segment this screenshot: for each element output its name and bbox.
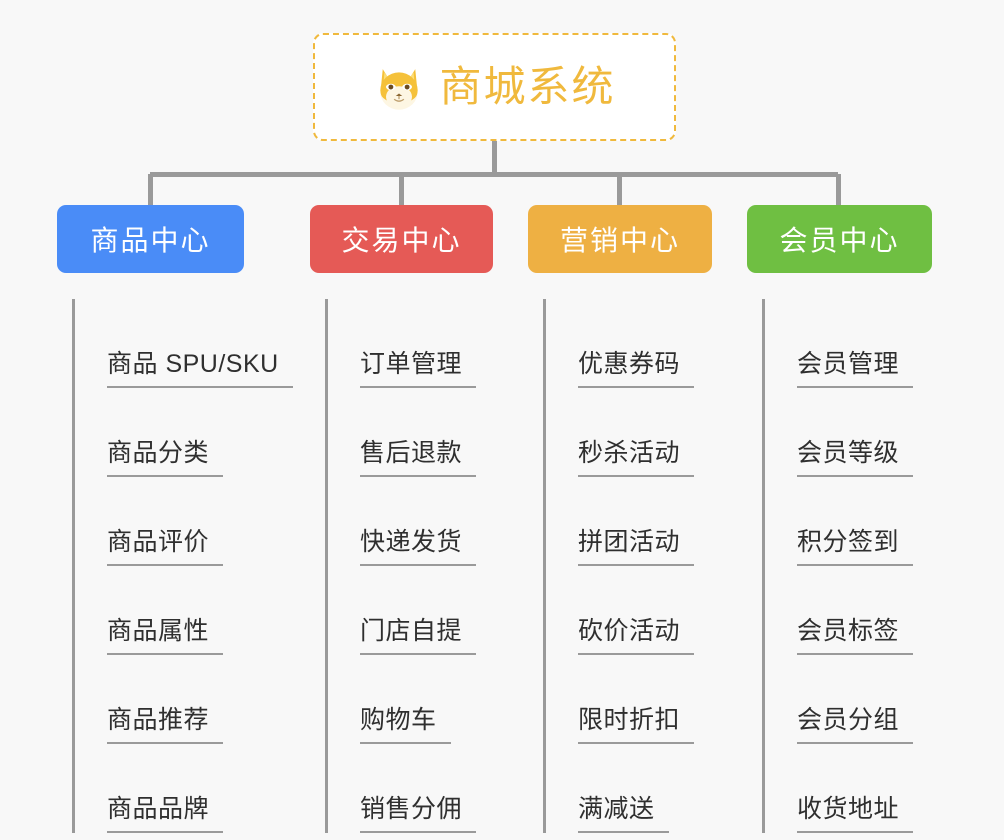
list-item[interactable]: 拼团活动 — [546, 477, 712, 566]
root-title: 商城系统 — [439, 63, 616, 110]
leaf-list-3: 优惠券码 秒杀活动 拼团活动 砍价活动 限时折扣 满减送 — [543, 299, 712, 833]
leaf-label: 订单管理 — [360, 350, 477, 388]
list-item[interactable]: 砍价活动 — [546, 566, 712, 655]
leaf-label: 积分签到 — [797, 528, 914, 566]
list-item[interactable]: 商品推荐 — [75, 655, 244, 744]
branch-column-3: 营销中心 优惠券码 秒杀活动 拼团活动 砍价活动 限时折扣 满减送 — [528, 205, 712, 833]
leaf-label: 商品属性 — [107, 617, 224, 655]
leaf-label: 商品分类 — [107, 439, 224, 477]
leaf-label: 购物车 — [360, 706, 451, 744]
leaf-label: 门店自提 — [360, 617, 477, 655]
branch-column-4: 会员中心 会员管理 会员等级 积分签到 会员标签 会员分组 收货地址 — [747, 205, 932, 833]
list-item[interactable]: 销售分佣 — [328, 744, 493, 833]
branch-label-4: 会员中心 — [779, 225, 900, 256]
leaf-list-1: 商品 SPU/SKU 商品分类 商品评价 商品属性 商品推荐 商品品牌 — [72, 299, 293, 833]
leaf-label: 优惠券码 — [578, 350, 695, 388]
list-item[interactable]: 会员等级 — [765, 388, 932, 477]
leaf-list-4: 会员管理 会员等级 积分签到 会员标签 会员分组 收货地址 — [762, 299, 932, 833]
branch-header-2[interactable]: 交易中心 — [310, 205, 493, 273]
branch-column-1: 商品中心 商品 SPU/SKU 商品分类 商品评价 商品属性 商品推荐 商品品牌 — [57, 205, 293, 833]
list-item[interactable]: 快递发货 — [328, 477, 493, 566]
list-item[interactable]: 门店自提 — [328, 566, 493, 655]
branch-header-3[interactable]: 营销中心 — [528, 205, 712, 273]
list-item[interactable]: 积分签到 — [765, 477, 932, 566]
list-item[interactable]: 商品属性 — [75, 566, 244, 655]
branch-label-3: 营销中心 — [559, 225, 680, 256]
list-item[interactable]: 订单管理 — [328, 299, 493, 388]
shiba-dog-face-icon — [380, 69, 419, 110]
list-item[interactable]: 秒杀活动 — [546, 388, 712, 477]
list-item[interactable]: 满减送 — [546, 744, 712, 833]
leaf-label: 会员标签 — [797, 617, 914, 655]
list-item[interactable]: 商品品牌 — [75, 744, 244, 833]
branch-header-4[interactable]: 会员中心 — [747, 205, 932, 273]
leaf-label: 商品评价 — [107, 528, 224, 566]
list-item[interactable]: 商品评价 — [75, 477, 244, 566]
leaf-label: 商品 SPU/SKU — [107, 350, 293, 388]
leaf-label: 拼团活动 — [578, 528, 695, 566]
leaf-label: 秒杀活动 — [578, 439, 695, 477]
branch-label-1: 商品中心 — [90, 225, 211, 256]
list-item[interactable]: 会员分组 — [765, 655, 932, 744]
leaf-label: 限时折扣 — [578, 706, 695, 744]
list-item[interactable]: 会员标签 — [765, 566, 932, 655]
leaf-label: 收货地址 — [797, 795, 914, 833]
leaf-label: 会员管理 — [797, 350, 914, 388]
list-item[interactable]: 会员管理 — [765, 299, 932, 388]
branch-column-2: 交易中心 订单管理 售后退款 快递发货 门店自提 购物车 销售分佣 — [310, 205, 493, 833]
list-item[interactable]: 收货地址 — [765, 744, 932, 833]
leaf-label: 销售分佣 — [360, 795, 477, 833]
leaf-label: 快递发货 — [360, 528, 477, 566]
branch-label-2: 交易中心 — [341, 225, 462, 256]
leaf-label: 满减送 — [578, 795, 669, 833]
leaf-label: 会员分组 — [797, 706, 914, 744]
branch-header-1[interactable]: 商品中心 — [57, 205, 244, 273]
leaf-label: 售后退款 — [360, 439, 477, 477]
list-item[interactable]: 商品分类 — [75, 388, 244, 477]
leaf-label: 砍价活动 — [578, 617, 695, 655]
leaf-label: 商品品牌 — [107, 795, 224, 833]
list-item[interactable]: 优惠券码 — [546, 299, 712, 388]
root-node[interactable]: 商城系统 — [313, 33, 676, 141]
list-item[interactable]: 商品 SPU/SKU — [75, 299, 293, 388]
leaf-label: 商品推荐 — [107, 706, 224, 744]
leaf-label: 会员等级 — [797, 439, 914, 477]
list-item[interactable]: 限时折扣 — [546, 655, 712, 744]
list-item[interactable]: 购物车 — [328, 655, 493, 744]
leaf-list-2: 订单管理 售后退款 快递发货 门店自提 购物车 销售分佣 — [325, 299, 493, 833]
list-item[interactable]: 售后退款 — [328, 388, 493, 477]
